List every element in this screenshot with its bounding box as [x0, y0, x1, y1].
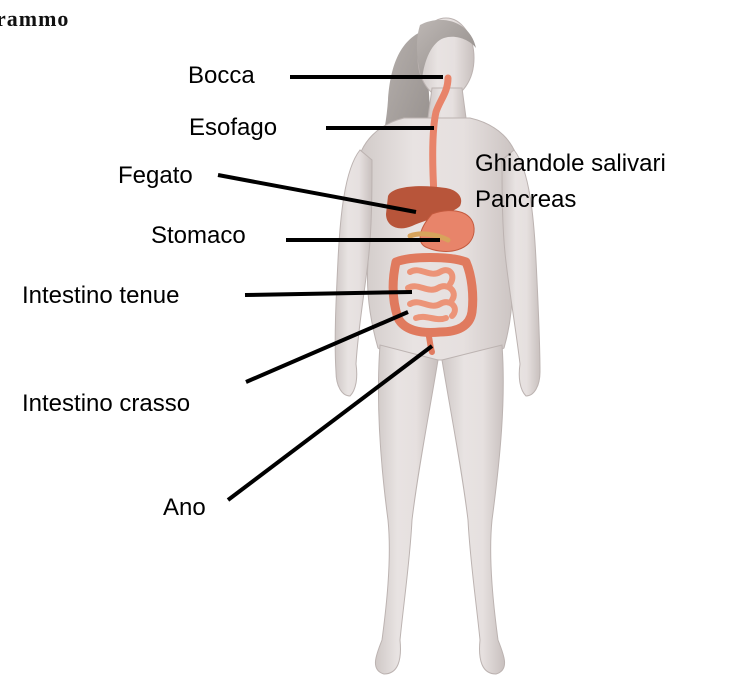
- label-ano: Ano: [163, 494, 206, 522]
- label-ghiandole-salivari: Ghiandole salivari: [475, 150, 666, 178]
- left-arm: [335, 150, 372, 396]
- label-bocca: Bocca: [188, 62, 255, 90]
- label-pancreas: Pancreas: [475, 186, 576, 214]
- label-fegato: Fegato: [118, 162, 193, 190]
- right-leg: [442, 345, 505, 674]
- label-intestino-crasso: Intestino crasso: [22, 390, 190, 418]
- label-stomaco: Stomaco: [151, 222, 246, 250]
- left-leg: [375, 345, 438, 674]
- label-intestino-tenue: Intestino tenue: [22, 282, 179, 310]
- label-esofago: Esofago: [189, 114, 277, 142]
